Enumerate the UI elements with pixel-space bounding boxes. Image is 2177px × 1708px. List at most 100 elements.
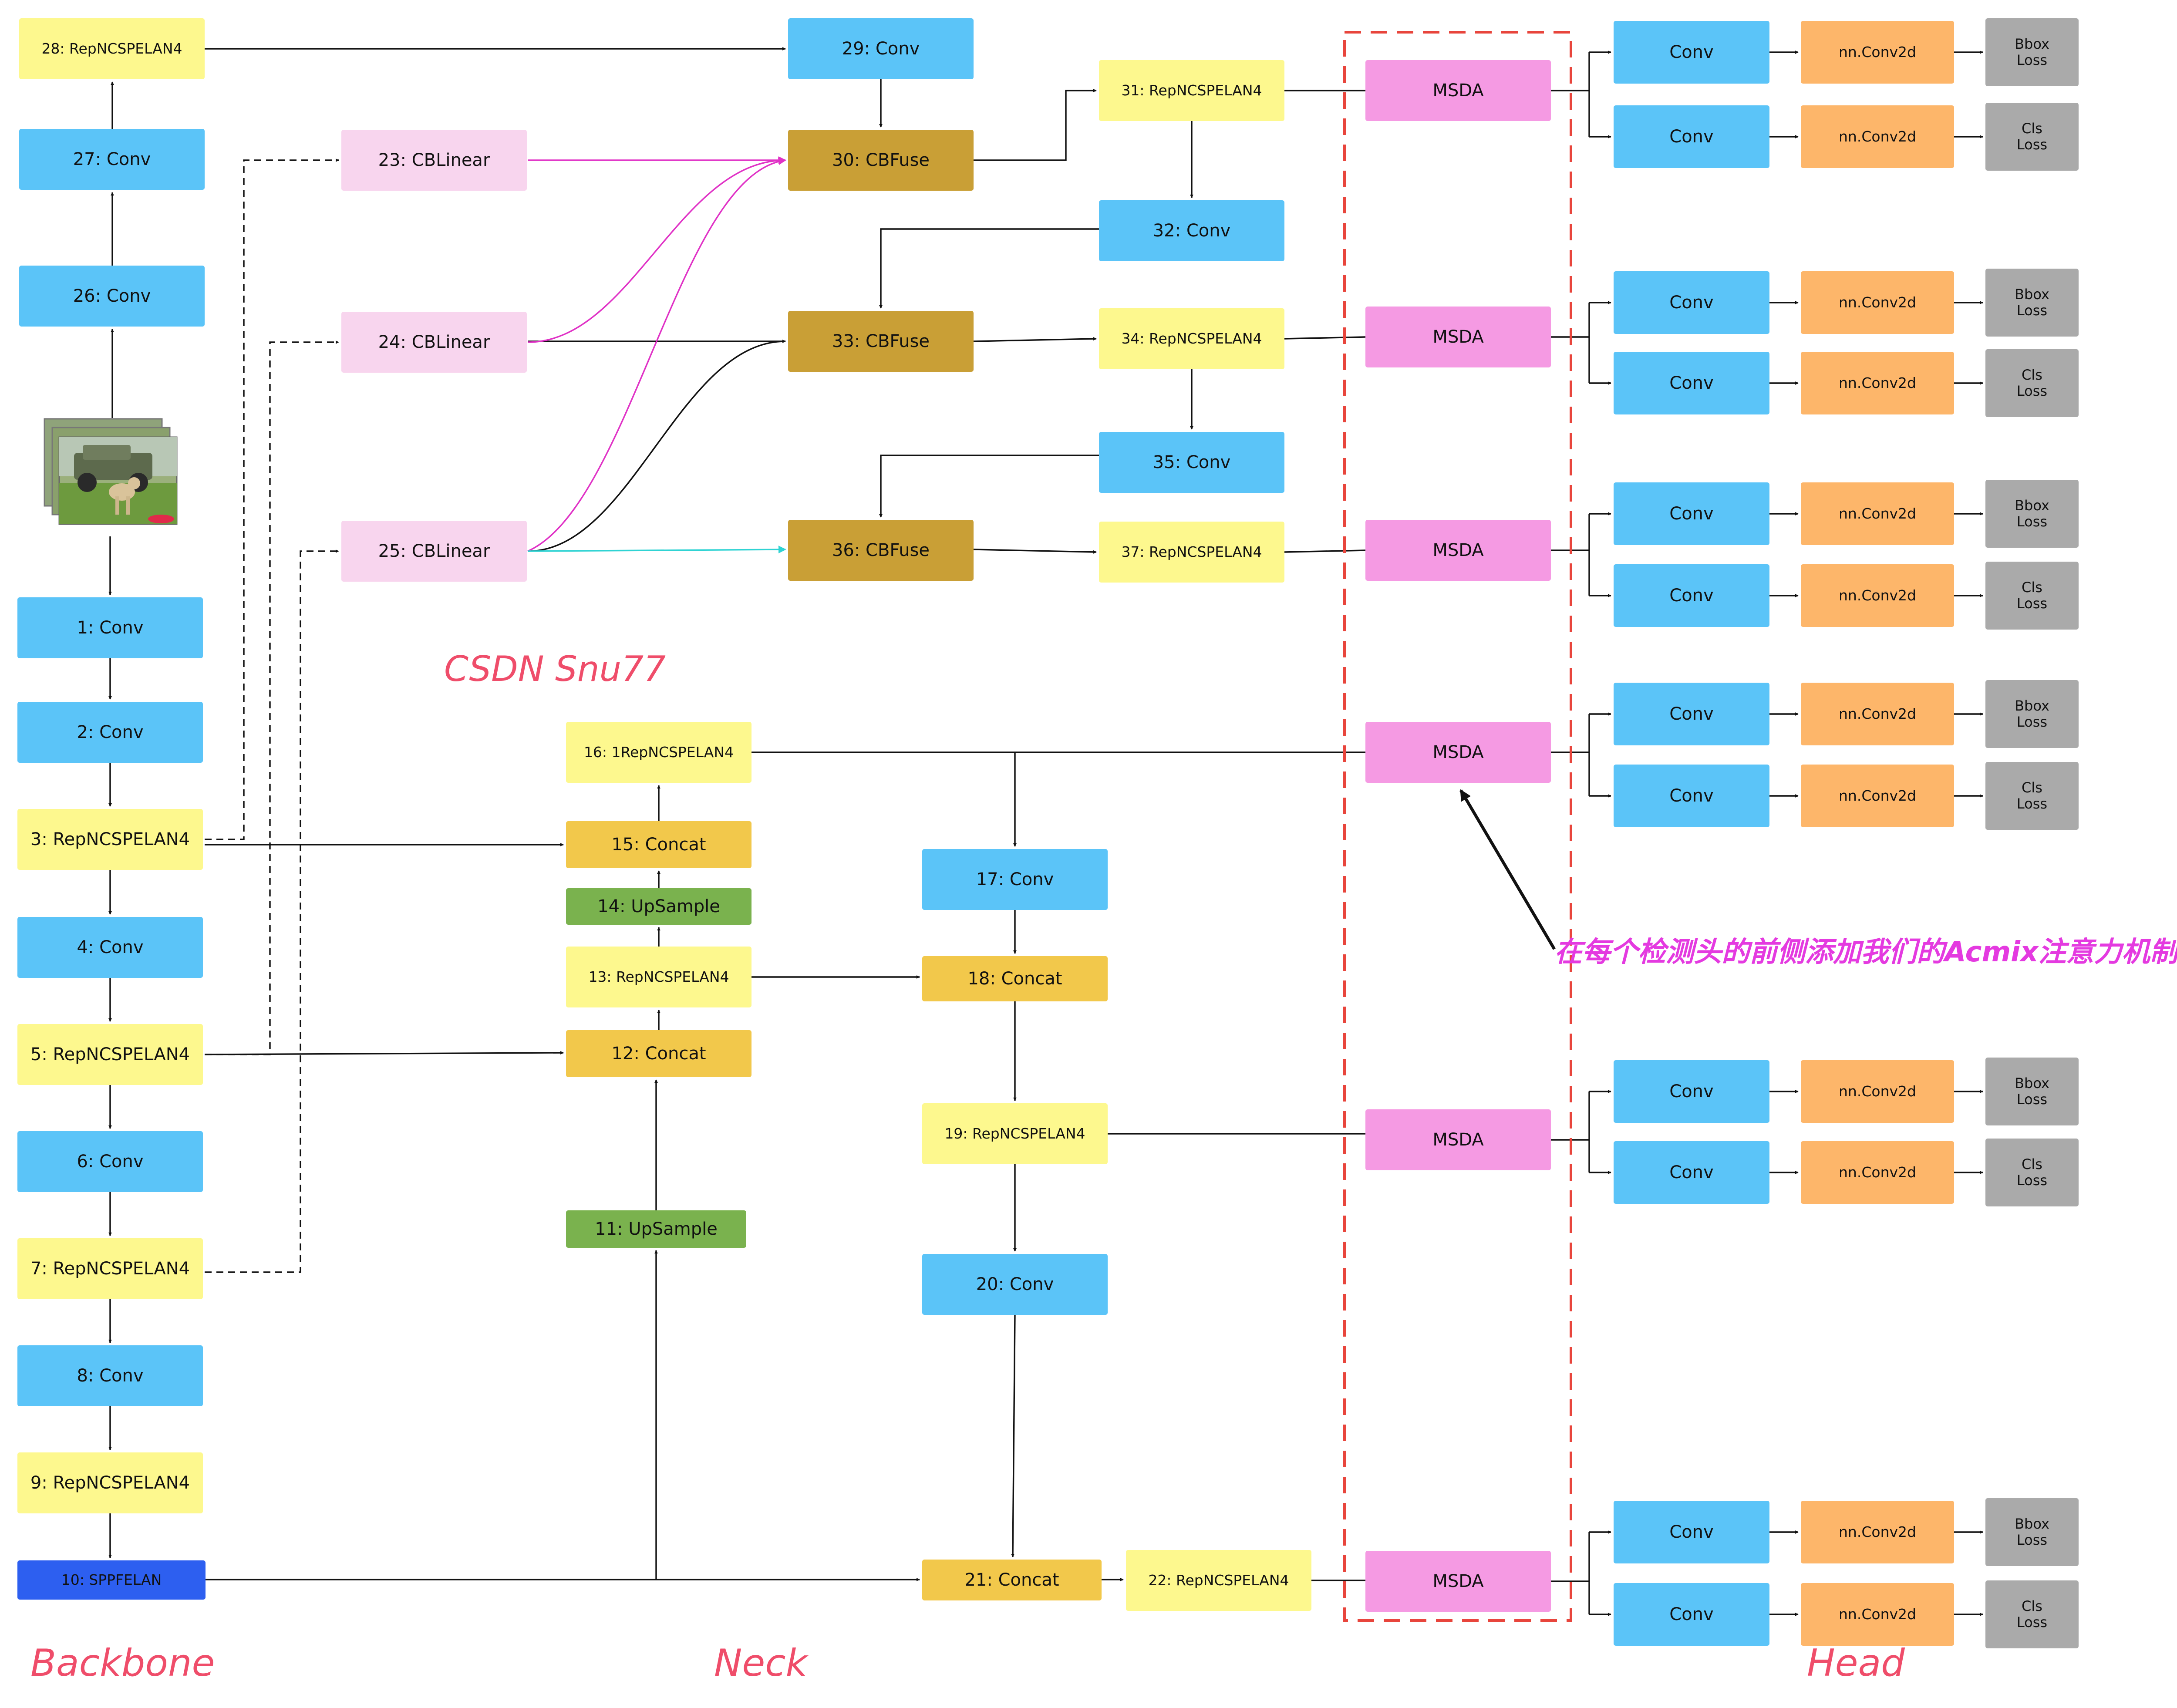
head-attention-dashed-box (1343, 31, 1572, 1622)
msda-block: MSDA (1365, 1109, 1551, 1170)
conv20-to-concat21 (1011, 1314, 1016, 1557)
input-image-stack-icon (44, 418, 178, 525)
node-10-sppfelan: 10: SPPFELAN (17, 1560, 206, 1600)
conv35-to-cbfuse36 (879, 455, 1099, 518)
annotation-text: 在每个检测头的前侧添加我们的Acmix注意力机制 (1554, 936, 2177, 968)
rep3-to-cblinear23 (205, 158, 339, 840)
node-36-cbfuse: 36: CBFuse (788, 520, 974, 581)
head-conv: Conv (1614, 1501, 1769, 1563)
node-33-cbfuse: 33: CBFuse (788, 311, 974, 372)
node-30-cbfuse: 30: CBFuse (788, 130, 974, 191)
cblinear24-to-cbfuse30 (527, 156, 786, 343)
rep5-to-cblinear24 (205, 340, 339, 1055)
node-32-conv: 32: Conv (1099, 200, 1284, 261)
cls-loss-block: Cls Loss (1985, 349, 2079, 417)
head-conv2d: nn.Conv2d (1801, 352, 1954, 414)
cls-loss-block: Cls Loss (1985, 762, 2079, 830)
cbfuse30-to-rep31 (974, 89, 1097, 161)
head-conv2d: nn.Conv2d (1801, 105, 1954, 168)
head-conv2d: nn.Conv2d (1801, 683, 1954, 745)
head-conv2d: nn.Conv2d (1801, 271, 1954, 334)
head-conv2d: nn.Conv2d (1801, 21, 1954, 84)
node-4-conv: 4: Conv (17, 917, 203, 978)
head-conv2d: nn.Conv2d (1801, 1501, 1954, 1563)
node-12-concat: 12: Concat (566, 1030, 752, 1077)
rep37-to-msda (1284, 549, 1366, 553)
bbox-loss-block: Bbox Loss (1985, 18, 2079, 86)
head-conv: Conv (1614, 1060, 1769, 1123)
msda-block: MSDA (1365, 722, 1551, 783)
head-conv: Conv (1614, 271, 1769, 334)
rep34-to-msda (1284, 336, 1366, 340)
node-20-conv: 20: Conv (922, 1254, 1108, 1315)
msda-block: MSDA (1365, 520, 1551, 581)
node-2-conv: 2: Conv (17, 702, 203, 763)
node-24-cblinear: 24: CBLinear (341, 312, 527, 373)
node-15-concat: 15: Concat (566, 821, 752, 868)
head-conv2d: nn.Conv2d (1801, 1060, 1954, 1123)
node-19-repncspelan4: 19: RepNCSPELAN4 (922, 1103, 1108, 1164)
cbfuse33-to-rep34 (973, 337, 1097, 342)
node-1-conv: 1: Conv (17, 597, 203, 658)
head-conv: Conv (1614, 564, 1769, 627)
node-31-repncspelan4: 31: RepNCSPELAN4 (1099, 60, 1284, 121)
bbox-loss-block: Bbox Loss (1985, 480, 2079, 548)
node-37-repncspelan4: 37: RepNCSPELAN4 (1099, 522, 1284, 583)
node-27-conv: 27: Conv (19, 129, 205, 190)
cbfuse36-to-rep37 (973, 549, 1097, 554)
msda-block: MSDA (1365, 1551, 1551, 1612)
dashed-connectors (205, 158, 339, 1273)
head-conv: Conv (1614, 683, 1769, 745)
colored-connectors (527, 156, 786, 554)
annotation-arrow (1459, 789, 1556, 950)
node-13-repncspelan4: 13: RepNCSPELAN4 (566, 947, 752, 1007)
msda-block: MSDA (1365, 307, 1551, 367)
head-conv: Conv (1614, 765, 1769, 827)
node-22-repncspelan4: 22: RepNCSPELAN4 (1126, 1550, 1311, 1611)
node-14-upsample: 14: UpSample (566, 888, 752, 925)
solid-connectors (108, 47, 1983, 1616)
node-5-repncspelan4: 5: RepNCSPELAN4 (17, 1024, 203, 1085)
msda-block: MSDA (1365, 60, 1551, 121)
node-9-repncspelan4: 9: RepNCSPELAN4 (17, 1452, 203, 1513)
head-conv2d: nn.Conv2d (1801, 564, 1954, 627)
node-8-conv: 8: Conv (17, 1345, 203, 1406)
rep7-to-cblinear25 (205, 549, 339, 1273)
head-conv2d: nn.Conv2d (1801, 765, 1954, 827)
node-23-cblinear: 23: CBLinear (341, 130, 527, 191)
node-28-repncspelan4: 28: RepNCSPELAN4 (19, 18, 205, 79)
head-conv2d: nn.Conv2d (1801, 1583, 1954, 1646)
node-17-conv: 17: Conv (922, 849, 1108, 910)
section-label-backbone: Backbone (30, 1641, 215, 1685)
head-conv: Conv (1614, 1141, 1769, 1204)
cls-loss-block: Cls Loss (1985, 562, 2079, 630)
head-conv2d: nn.Conv2d (1801, 1141, 1954, 1204)
cls-loss-block: Cls Loss (1985, 1139, 2079, 1206)
node-25-cblinear: 25: CBLinear (341, 521, 527, 582)
head-conv: Conv (1614, 21, 1769, 84)
head-conv: Conv (1614, 352, 1769, 414)
node-29-conv: 29: Conv (788, 18, 974, 79)
cblinear25-to-cbfuse30 (527, 157, 786, 552)
node-35-conv: 35: Conv (1099, 432, 1284, 493)
head-conv: Conv (1614, 482, 1769, 545)
section-label-head: Head (1807, 1641, 1905, 1685)
node-7-repncspelan4: 7: RepNCSPELAN4 (17, 1238, 203, 1299)
cls-loss-block: Cls Loss (1985, 1580, 2079, 1648)
node-26-conv: 26: Conv (19, 266, 205, 327)
node-18-concat: 18: Concat (922, 956, 1108, 1001)
head-conv: Conv (1614, 1583, 1769, 1646)
bbox-loss-block: Bbox Loss (1985, 680, 2079, 748)
cblinear25-to-cbfuse36 (527, 546, 786, 554)
bbox-loss-block: Bbox Loss (1985, 1498, 2079, 1566)
bbox-loss-block: Bbox Loss (1985, 269, 2079, 337)
head-conv: Conv (1614, 105, 1769, 168)
node-16-1repncspelan4: 16: 1RepNCSPELAN4 (566, 722, 752, 783)
cls-loss-block: Cls Loss (1985, 103, 2079, 171)
watermark-text: CSDN Snu77 (444, 649, 666, 689)
node-3-repncspelan4: 3: RepNCSPELAN4 (17, 809, 203, 870)
node-21-concat: 21: Concat (922, 1560, 1102, 1600)
conv32-to-cbfuse33 (879, 228, 1099, 309)
bbox-loss-block: Bbox Loss (1985, 1058, 2079, 1125)
